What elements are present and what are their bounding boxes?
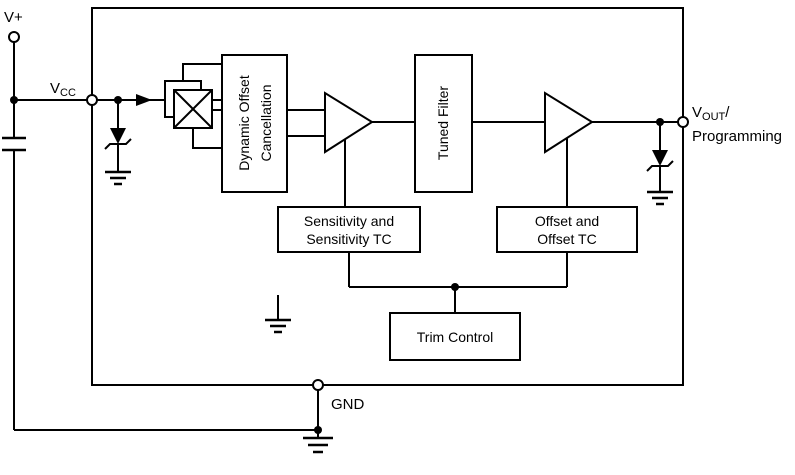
hall-element [164,63,222,149]
hall-top-loop-wire [182,63,222,81]
tuned-filter-rect [414,54,473,193]
vout-terminal [677,116,689,128]
bypass-capacitor [2,136,26,152]
doc-to-amp1-wires [287,109,325,137]
zener-diode-left [104,100,132,186]
zener-diode-right [646,122,674,206]
vout-label-slash: / [725,104,730,121]
junction-dot [114,96,122,104]
ground-symbol-bottom [303,430,333,454]
ic-boundary [91,7,684,386]
hall-x-icon [173,89,213,129]
vplus-terminal [8,31,20,43]
sensitivity-label-line2: Sensitivity TC [306,231,391,247]
gnd-terminal [312,379,324,391]
amplifier-2 [544,91,594,154]
trim-bus-wires [348,252,568,313]
doc-label-line2: Cancellation [258,84,274,161]
vplus-label: V+ [4,9,23,26]
junction-dot [656,118,664,126]
vout-label-base: V [692,104,702,121]
vcc-label: VCC [50,80,76,99]
current-arrow-icon [136,94,152,106]
offset-block: Offset and Offset TC [496,138,638,253]
vcc-internal-rail [97,94,165,106]
programming-label: Programming [692,128,782,145]
vcc-terminal [86,94,98,106]
hall-bottom-loop-wire [192,128,222,149]
junction-dot [451,283,459,291]
ground-symbol-left [105,170,131,186]
doc-rect [221,54,288,193]
doc-label-line1: Dynamic Offset [236,75,252,171]
trim-control-rect [389,312,521,361]
sensitivity-label-line1: Sensitivity and [304,213,394,229]
vout-label: VOUT/ [692,104,730,123]
tuned-filter-block: Tuned Filter [414,54,473,193]
junction-dots [10,96,664,434]
junction-dot [10,96,18,104]
trim-control-label: Trim Control [417,329,494,345]
offset-rect [496,206,638,253]
junction-dot [314,426,322,434]
zener-right-triangle [652,150,668,166]
trim-control-block: Trim Control [348,252,568,361]
tuned-filter-label: Tuned Filter [435,86,451,161]
offset-label-line1: Offset and [535,213,599,229]
vcc-label-base: V [50,80,60,97]
offset-label-line2: Offset TC [537,231,596,247]
dynamic-offset-cancellation-block: Dynamic Offset Cancellation [221,54,288,193]
gnd-label: GND [331,396,365,413]
ground-symbol-right [647,190,673,206]
vcc-label-sub: CC [60,87,76,99]
external-wiring [2,42,333,454]
terminals [8,31,689,391]
zener-left-triangle [110,128,126,144]
vout-label-sub: OUT [702,111,726,123]
amplifier-1 [324,91,374,154]
ground-symbol-interior [265,295,291,334]
